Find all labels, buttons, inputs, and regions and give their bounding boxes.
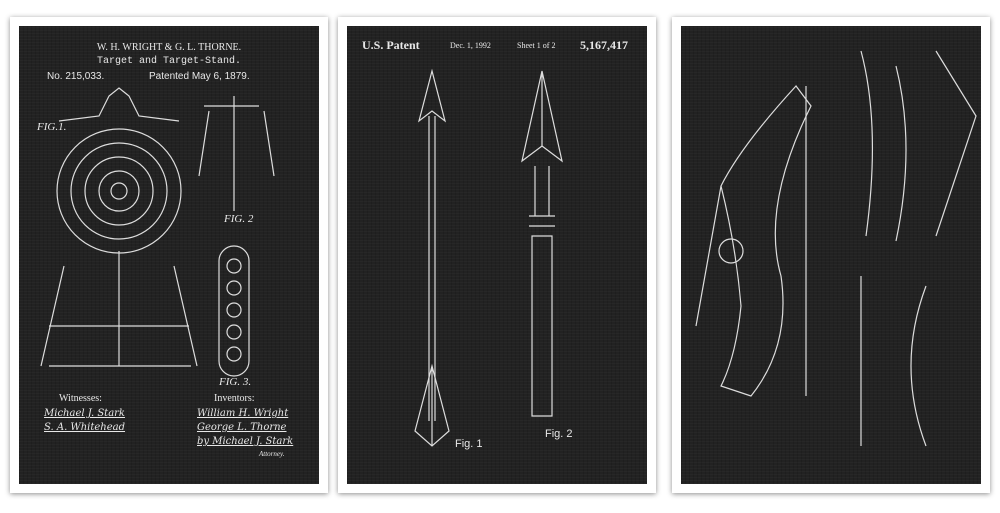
- bow-drawing: [695, 50, 977, 447]
- witness-signature: Michael J. Stark: [44, 408, 125, 419]
- patent-number: No. 215,033.: [47, 71, 105, 82]
- fig-label: FIG.1.: [37, 121, 67, 133]
- print-target-stand: W. H. WRIGHT & G. L. THORNE. Target and …: [10, 17, 328, 493]
- attorney-label: Attorney.: [259, 450, 285, 458]
- fig-label: Fig. 2: [545, 428, 573, 440]
- inventor-signature: William H. Wright: [197, 408, 289, 419]
- inventor-signature: by Michael J. Stark: [197, 436, 294, 447]
- inventors-label: Inventors:: [214, 393, 255, 404]
- patent-sheet-number: Sheet 1 of 2: [517, 41, 556, 50]
- patent-header: U.S. Patent: [362, 38, 420, 52]
- patent-number: 5,167,417: [580, 38, 628, 52]
- fig-label: FIG. 3.: [219, 376, 252, 388]
- fig-label: FIG. 2: [224, 213, 254, 225]
- fig-label: Fig. 1: [455, 438, 483, 450]
- patent-sheet: [681, 26, 981, 484]
- print-compound-bow: [672, 17, 990, 493]
- print-arrow: U.S. Patent Dec. 1, 1992 Sheet 1 of 2 5,…: [338, 17, 656, 493]
- arrow-drawing: [414, 68, 563, 447]
- patent-date: Patented May 6, 1879.: [149, 71, 250, 82]
- witness-signature: S. A. Whitehead: [44, 422, 126, 433]
- patent-title: Target and Target-Stand.: [96, 56, 242, 67]
- inventor-signature: George L. Thorne: [197, 422, 287, 433]
- patent-sheet: W. H. WRIGHT & G. L. THORNE. Target and …: [19, 26, 319, 484]
- target-drawing: [40, 87, 275, 377]
- patent-sheet: U.S. Patent Dec. 1, 1992 Sheet 1 of 2 5,…: [347, 26, 647, 484]
- patent-date: Dec. 1, 1992: [450, 41, 491, 50]
- witnesses-label: Witnesses:: [59, 393, 102, 404]
- patent-header: W. H. WRIGHT & G. L. THORNE.: [96, 42, 242, 53]
